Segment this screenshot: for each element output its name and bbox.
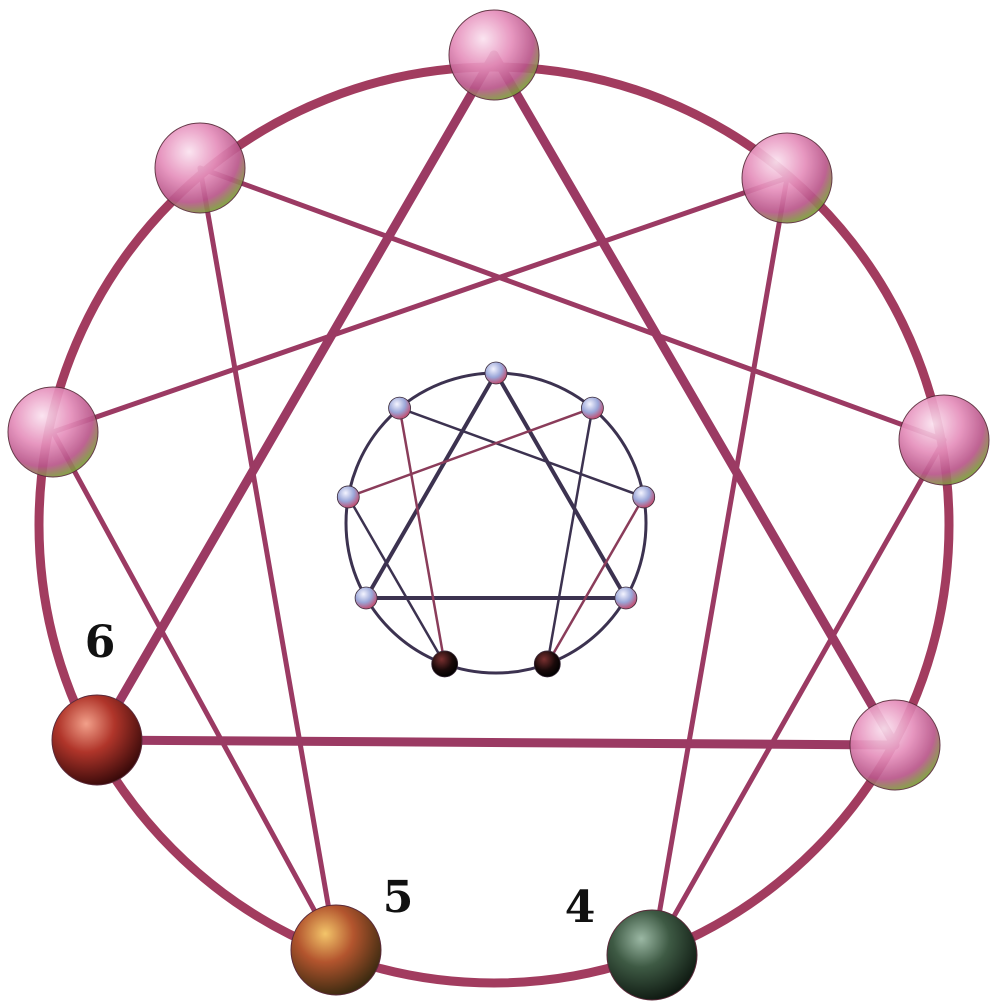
- inner-triangle-line: [366, 373, 496, 598]
- outer-enneagram: [8, 10, 989, 1000]
- inner-circle: [346, 373, 646, 673]
- inner-sphere-point-2: [633, 486, 655, 508]
- point-5-label: 5: [383, 872, 414, 923]
- inner-sphere-point-5: [432, 651, 458, 677]
- hexad-line: [200, 168, 944, 440]
- inner-sphere-point-6: [355, 587, 377, 609]
- inner-sphere-point-3: [615, 587, 637, 609]
- sphere-point-6: [52, 695, 142, 785]
- sphere-point-8: [155, 123, 245, 213]
- sphere-point-5: [291, 905, 381, 995]
- sphere-point-3: [850, 700, 940, 790]
- point-4-label: 4: [565, 882, 596, 933]
- sphere-point-9: [449, 10, 539, 100]
- hexad-line: [200, 168, 336, 950]
- inner-triangle-line: [496, 373, 626, 598]
- point-6-label: 6: [85, 617, 116, 668]
- sphere-point-1: [742, 133, 832, 223]
- sphere-point-7: [8, 387, 98, 477]
- sphere-point-4: [607, 910, 697, 1000]
- inner-sphere-point-7: [337, 486, 359, 508]
- inner-sphere-point-8: [389, 397, 411, 419]
- inner-sphere-point-4: [534, 651, 560, 677]
- inner-sphere-point-1: [581, 397, 603, 419]
- inner-sphere-point-9: [485, 362, 507, 384]
- sphere-point-2: [899, 395, 989, 485]
- inner-enneagram: [337, 362, 654, 677]
